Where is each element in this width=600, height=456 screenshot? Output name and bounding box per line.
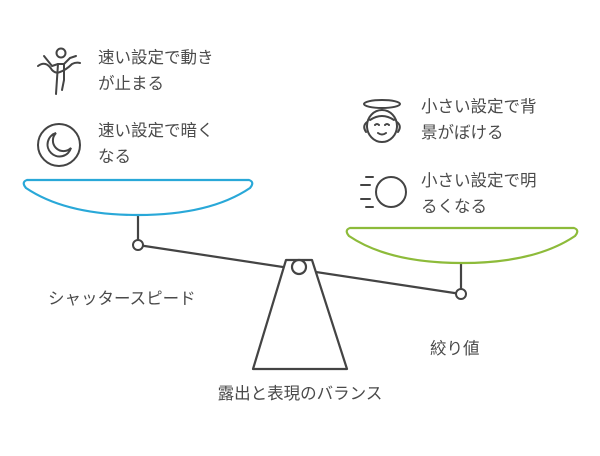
text-line: が止まる (98, 74, 164, 93)
left-item-2-text: 速い設定で暗く なる (98, 118, 214, 170)
right-item-2-text: 小さい設定で明 るくなる (421, 168, 537, 220)
text-line: 速い設定で動き (98, 48, 214, 67)
text-line: 速い設定で暗く (98, 121, 214, 140)
right-side-label: 絞り値 (430, 339, 480, 358)
fulcrum (251, 258, 349, 371)
bright-circle-icon (360, 176, 407, 208)
text-line: 小さい設定で背 (421, 97, 537, 116)
runner-finish-icon (37, 47, 81, 95)
pivot (290, 258, 308, 276)
left-side-label: シャッタースピード (48, 289, 196, 308)
text-line: 景がぼける (421, 123, 504, 142)
text-line: 小さい設定で明 (421, 171, 537, 190)
left-item-1-text: 速い設定で動き が止まる (98, 45, 214, 97)
text-line: るくなる (421, 197, 487, 216)
moon-icon (37, 123, 81, 167)
right-item-1-text: 小さい設定で背 景がぼける (421, 94, 537, 146)
right-joint (455, 288, 467, 300)
left-joint (132, 239, 144, 251)
right-pan (345, 226, 579, 265)
left-pan (22, 178, 254, 217)
angel-face-icon (363, 99, 401, 143)
text-line: なる (98, 147, 131, 166)
diagram-title: 露出と表現のバランス (217, 384, 383, 403)
